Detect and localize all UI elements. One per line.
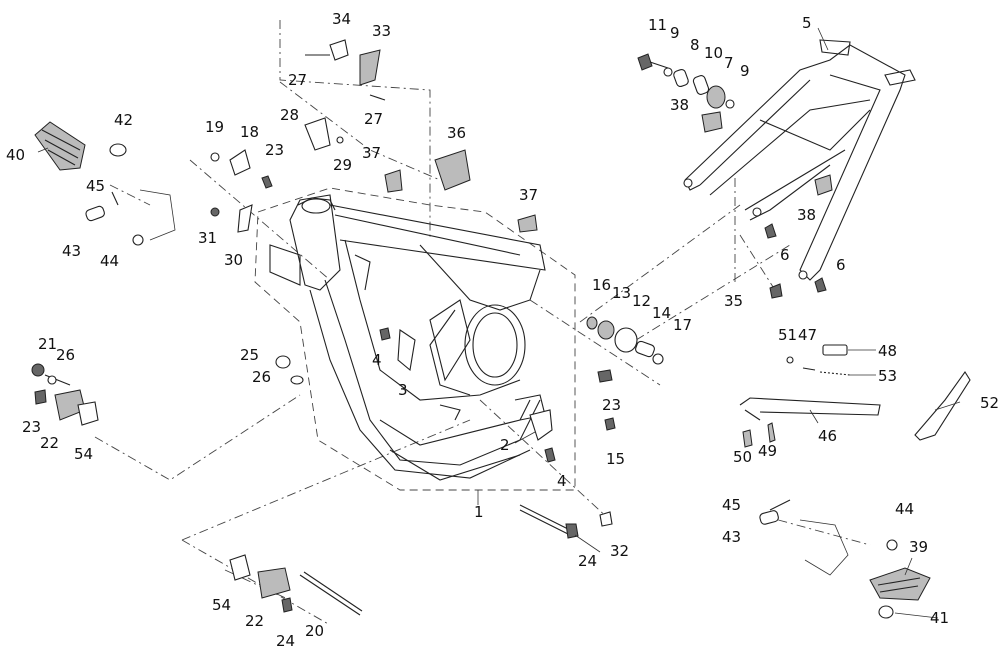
callout-25: 25 (240, 346, 259, 364)
lower-engine-mount (229, 554, 363, 616)
callout-11: 11 (648, 16, 667, 34)
callout-14: 14 (652, 304, 671, 322)
callout-7: 7 (724, 54, 734, 72)
callout-29: 29 (333, 156, 352, 174)
callout-5: 5 (802, 14, 812, 32)
callout-24b: 24 (276, 632, 295, 648)
callout-33: 33 (372, 22, 391, 40)
callout-45b: 45 (722, 496, 741, 514)
guide-lines (94, 20, 871, 626)
callout-40: 40 (6, 146, 25, 164)
callout-44b: 44 (895, 500, 914, 518)
callout-34: 34 (332, 10, 351, 28)
callout-18: 18 (240, 123, 259, 141)
left-footpeg (34, 121, 176, 246)
callout-35: 35 (724, 292, 743, 310)
right-footpeg (759, 499, 931, 619)
callout-6: 6 (780, 246, 790, 264)
subframe (683, 39, 916, 281)
callout-2: 2 (500, 436, 510, 454)
callout-20: 20 (305, 622, 324, 640)
callout-54: 54 (74, 445, 93, 463)
callout-16: 16 (592, 276, 611, 294)
callout-50: 50 (733, 448, 752, 466)
frame-boundary (254, 187, 576, 491)
callout-28: 28 (280, 106, 299, 124)
callout-27b: 27 (364, 110, 383, 128)
callout-37b: 37 (519, 186, 538, 204)
callout-1: 1 (474, 503, 484, 521)
callout-23: 23 (265, 141, 284, 159)
callout-54b: 54 (212, 596, 231, 614)
callout-38b: 38 (797, 206, 816, 224)
callout-21: 21 (38, 335, 57, 353)
callout-labels: 1 2 3 4 4 5 6 6 7 8 9 9 10 11 12 13 14 1… (6, 10, 999, 648)
callout-27: 27 (288, 71, 307, 89)
left-engine-mount (31, 363, 99, 426)
callout-48: 48 (878, 342, 897, 360)
shock-mount-parts (637, 53, 833, 196)
small-parts (210, 39, 827, 539)
callout-51: 51 (778, 326, 797, 344)
callout-23b: 23 (22, 418, 41, 436)
callout-43b: 43 (722, 528, 741, 546)
callout-26b: 26 (252, 368, 271, 386)
callout-3: 3 (398, 381, 408, 399)
callout-52: 52 (980, 394, 999, 412)
callout-22: 22 (40, 434, 59, 452)
callout-19: 19 (205, 118, 224, 136)
callout-9: 9 (670, 24, 680, 42)
callout-8: 8 (690, 36, 700, 54)
callout-30: 30 (224, 251, 243, 269)
callout-47: 47 (798, 326, 817, 344)
callout-32: 32 (610, 542, 629, 560)
callout-31: 31 (198, 229, 217, 247)
callout-53: 53 (878, 367, 897, 385)
callout-38: 38 (670, 96, 689, 114)
callout-49: 49 (758, 442, 777, 460)
callout-44: 44 (100, 252, 119, 270)
main-frame (269, 194, 546, 481)
callout-4b: 4 (557, 472, 567, 490)
callout-10: 10 (704, 44, 723, 62)
callout-37: 37 (362, 144, 381, 162)
callout-6b: 6 (836, 256, 846, 274)
callout-36: 36 (447, 124, 466, 142)
callout-15: 15 (606, 450, 625, 468)
callout-24: 24 (578, 552, 597, 570)
callout-4: 4 (372, 351, 382, 369)
leader-lines (37, 27, 961, 619)
callout-39: 39 (909, 538, 928, 556)
side-stand (739, 344, 971, 448)
callout-23c: 23 (602, 396, 621, 414)
callout-22b: 22 (245, 612, 264, 630)
callout-45: 45 (86, 177, 105, 195)
callout-41: 41 (930, 609, 949, 627)
callout-17: 17 (673, 316, 692, 334)
callout-26: 26 (56, 346, 75, 364)
callout-46: 46 (818, 427, 837, 445)
callout-13: 13 (612, 284, 631, 302)
callout-9b: 9 (740, 62, 750, 80)
callout-12: 12 (632, 292, 651, 310)
callout-43: 43 (62, 242, 81, 260)
callout-42: 42 (114, 111, 133, 129)
